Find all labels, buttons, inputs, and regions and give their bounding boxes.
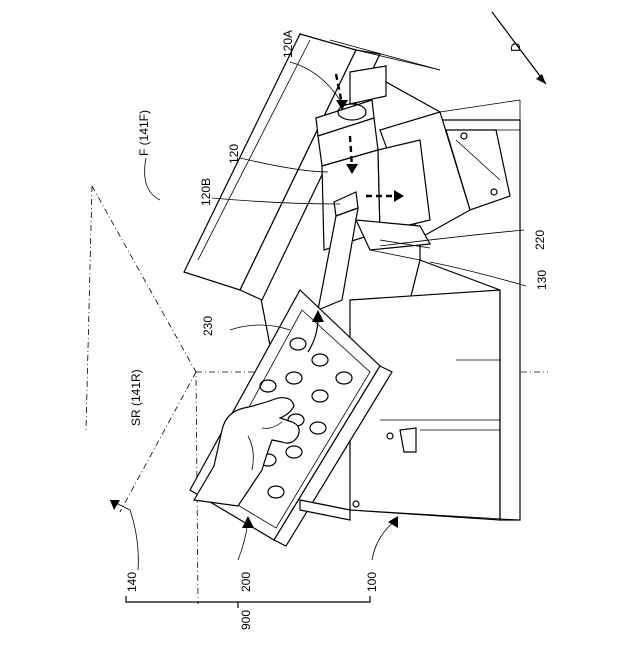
label-200: 200 xyxy=(239,572,253,592)
bracket-900 xyxy=(126,596,370,608)
label-d: D xyxy=(508,43,523,52)
label-140: 140 xyxy=(125,572,139,592)
arrow-140 xyxy=(110,500,120,510)
label-230: 230 xyxy=(201,316,215,336)
label-f-141f: F (141F) xyxy=(137,110,151,156)
label-100: 100 xyxy=(365,572,379,592)
label-sr-141r: SR (141R) xyxy=(129,369,143,426)
label-900: 900 xyxy=(239,610,253,630)
label-120: 120 xyxy=(227,144,241,164)
label-120a: 120A xyxy=(281,30,295,58)
label-130: 130 xyxy=(535,270,549,290)
label-220: 220 xyxy=(533,230,547,250)
label-120b: 120B xyxy=(199,178,213,206)
